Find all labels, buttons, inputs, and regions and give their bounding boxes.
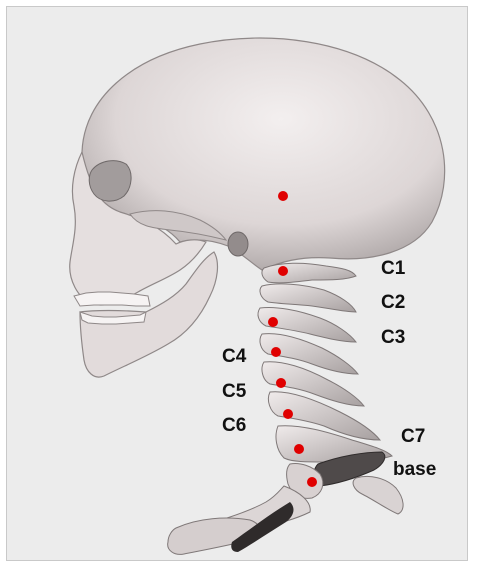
label-c1: C1 — [381, 259, 405, 278]
label-c7: C7 — [401, 427, 425, 446]
label-base: base — [393, 460, 436, 479]
marker-c4 — [271, 347, 281, 357]
marker-c1 — [278, 266, 288, 276]
vertebra-c1 — [262, 263, 356, 283]
marker-c6 — [283, 409, 293, 419]
eye-orbit — [89, 161, 131, 201]
transverse-process — [353, 476, 403, 514]
marker-c3 — [268, 317, 278, 327]
label-c4: C4 — [222, 347, 246, 366]
marker-c5 — [276, 378, 286, 388]
upper-teeth — [74, 292, 150, 306]
label-c5: C5 — [222, 382, 246, 401]
marker-c7 — [294, 444, 304, 454]
label-c2: C2 — [381, 293, 405, 312]
marker-skull — [278, 191, 288, 201]
marker-base — [307, 477, 317, 487]
ear-canal — [228, 232, 248, 256]
label-c6: C6 — [222, 416, 246, 435]
label-c3: C3 — [381, 328, 405, 347]
